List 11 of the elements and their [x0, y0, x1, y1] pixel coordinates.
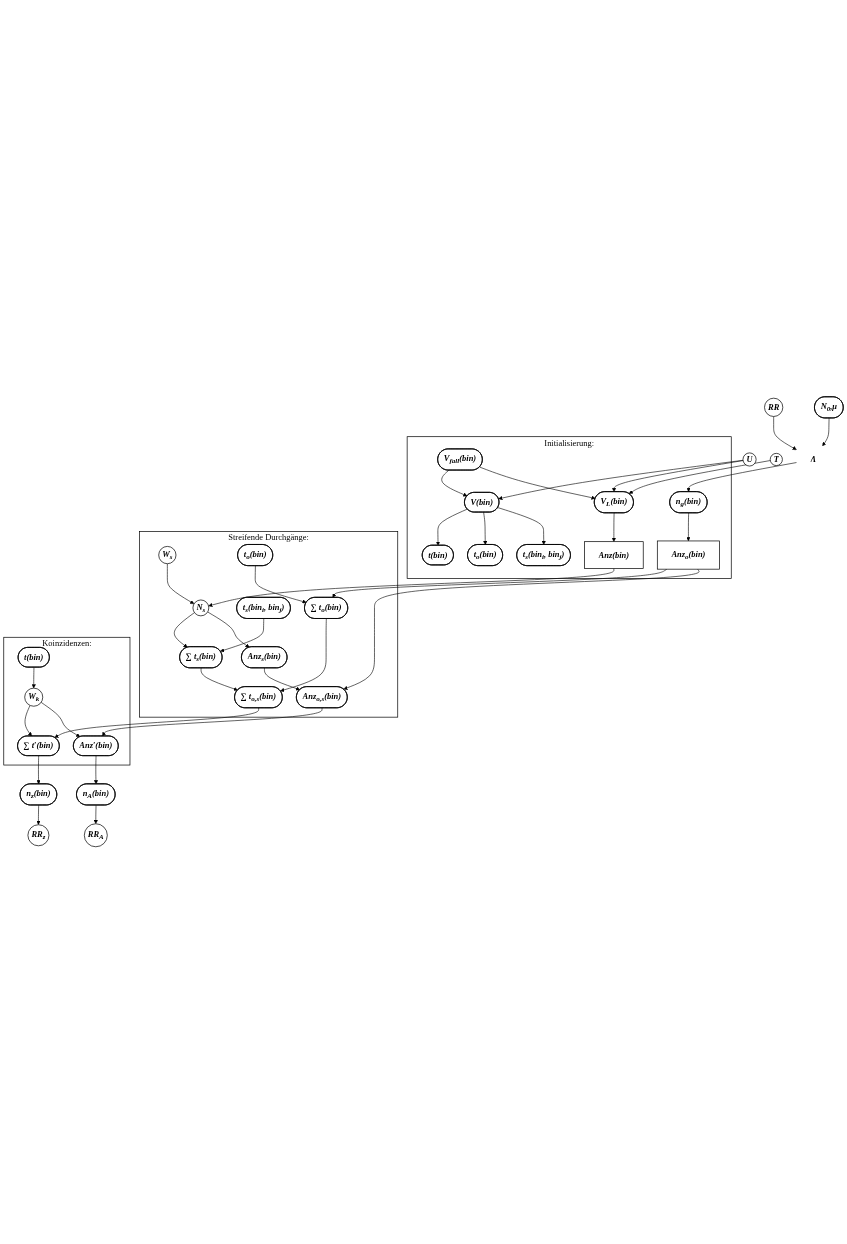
node-box: Anz$_{o}$(bin): [656, 540, 720, 570]
node-circle: N$_{s}$: [192, 599, 210, 617]
node-circle: T: [769, 453, 783, 467]
node-circle: RR$_{A}$: [83, 823, 108, 848]
node-box: Anz(bin): [584, 541, 644, 569]
node-circle: RR: [764, 398, 784, 418]
node-circle: W$_{k}$: [24, 688, 44, 707]
node-circle: U: [742, 452, 757, 467]
node-text: Λ: [810, 454, 817, 465]
node-circle: W$_{s}$: [158, 546, 177, 565]
node-circle: RR$_{z}$: [27, 824, 50, 847]
